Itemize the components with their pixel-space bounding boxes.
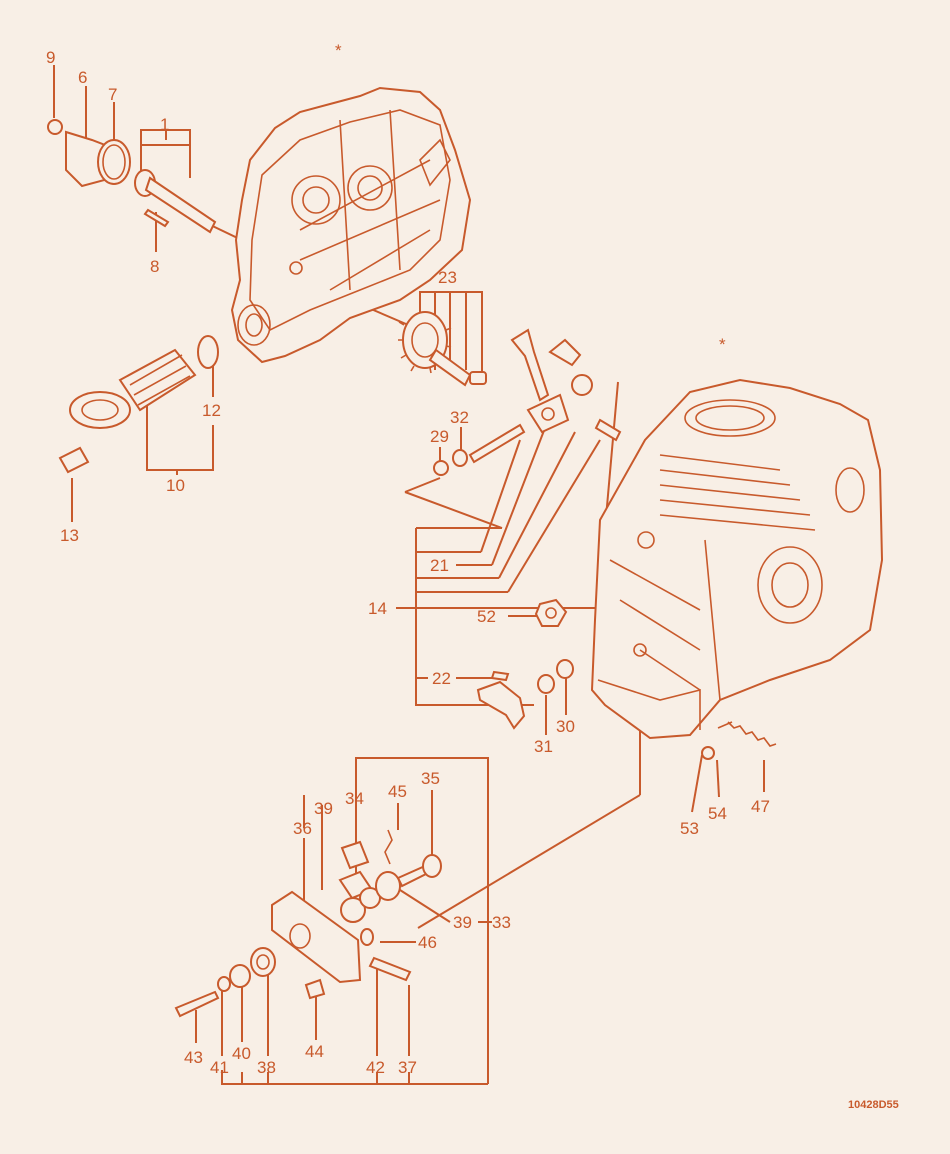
callout-33: 33 [492, 913, 511, 932]
callout-13: 13 [60, 526, 79, 545]
callout-45: 45 [388, 782, 407, 801]
callout-47: 47 [751, 797, 770, 816]
callout-1: 1 [160, 115, 169, 134]
drawing-code: 10428D55 [848, 1099, 899, 1111]
rocker-lever-parts [433, 328, 622, 476]
callout-52: 52 [477, 607, 496, 626]
cover-plate-parts [47, 119, 217, 234]
crankcase-block [590, 378, 884, 740]
callout-14: 14 [368, 599, 387, 618]
idler-gear-assembly [398, 311, 487, 387]
callout-30: 30 [556, 717, 575, 736]
callout-39-lower: 39 [453, 913, 472, 932]
callout-34: 34 [345, 789, 364, 808]
nut-and-washers [534, 598, 574, 694]
callout-43: 43 [184, 1048, 203, 1067]
callout-46: 46 [418, 933, 437, 952]
callout-39-upper: 39 [314, 799, 333, 818]
callout-22: 22 [432, 669, 451, 688]
callout-38: 38 [257, 1058, 276, 1077]
callout-8: 8 [150, 257, 159, 276]
callout-35: 35 [421, 769, 440, 788]
gear-case-cover [230, 86, 472, 364]
callout-12: 12 [202, 401, 221, 420]
callout-9: 9 [46, 48, 55, 67]
callout-29: 29 [430, 427, 449, 446]
callout-53: 53 [680, 819, 699, 838]
callout-54: 54 [708, 804, 727, 823]
callout-37: 37 [398, 1058, 417, 1077]
callout-31: 31 [534, 737, 553, 756]
governor-bracket-assembly [174, 829, 442, 1018]
leader-lines [53, 65, 765, 1085]
lever-22 [476, 670, 526, 730]
reference-mark-lower: * [719, 335, 726, 354]
callout-labels: 9 6 7 1 8 23 12 10 13 29 32 21 14 52 22 … [46, 41, 899, 1111]
output-shaft-assembly [58, 335, 219, 474]
callout-36: 36 [293, 819, 312, 838]
callout-21: 21 [430, 556, 449, 575]
callout-6: 6 [78, 68, 87, 87]
callout-32: 32 [450, 408, 469, 427]
callout-7: 7 [108, 85, 117, 104]
callout-42: 42 [366, 1058, 385, 1077]
callout-23: 23 [438, 268, 457, 287]
governor-spring [701, 721, 777, 760]
reference-mark-upper: * [335, 41, 342, 60]
callout-41: 41 [210, 1058, 229, 1077]
callout-10: 10 [166, 476, 185, 495]
callout-44: 44 [305, 1042, 324, 1061]
callout-40: 40 [232, 1044, 251, 1063]
